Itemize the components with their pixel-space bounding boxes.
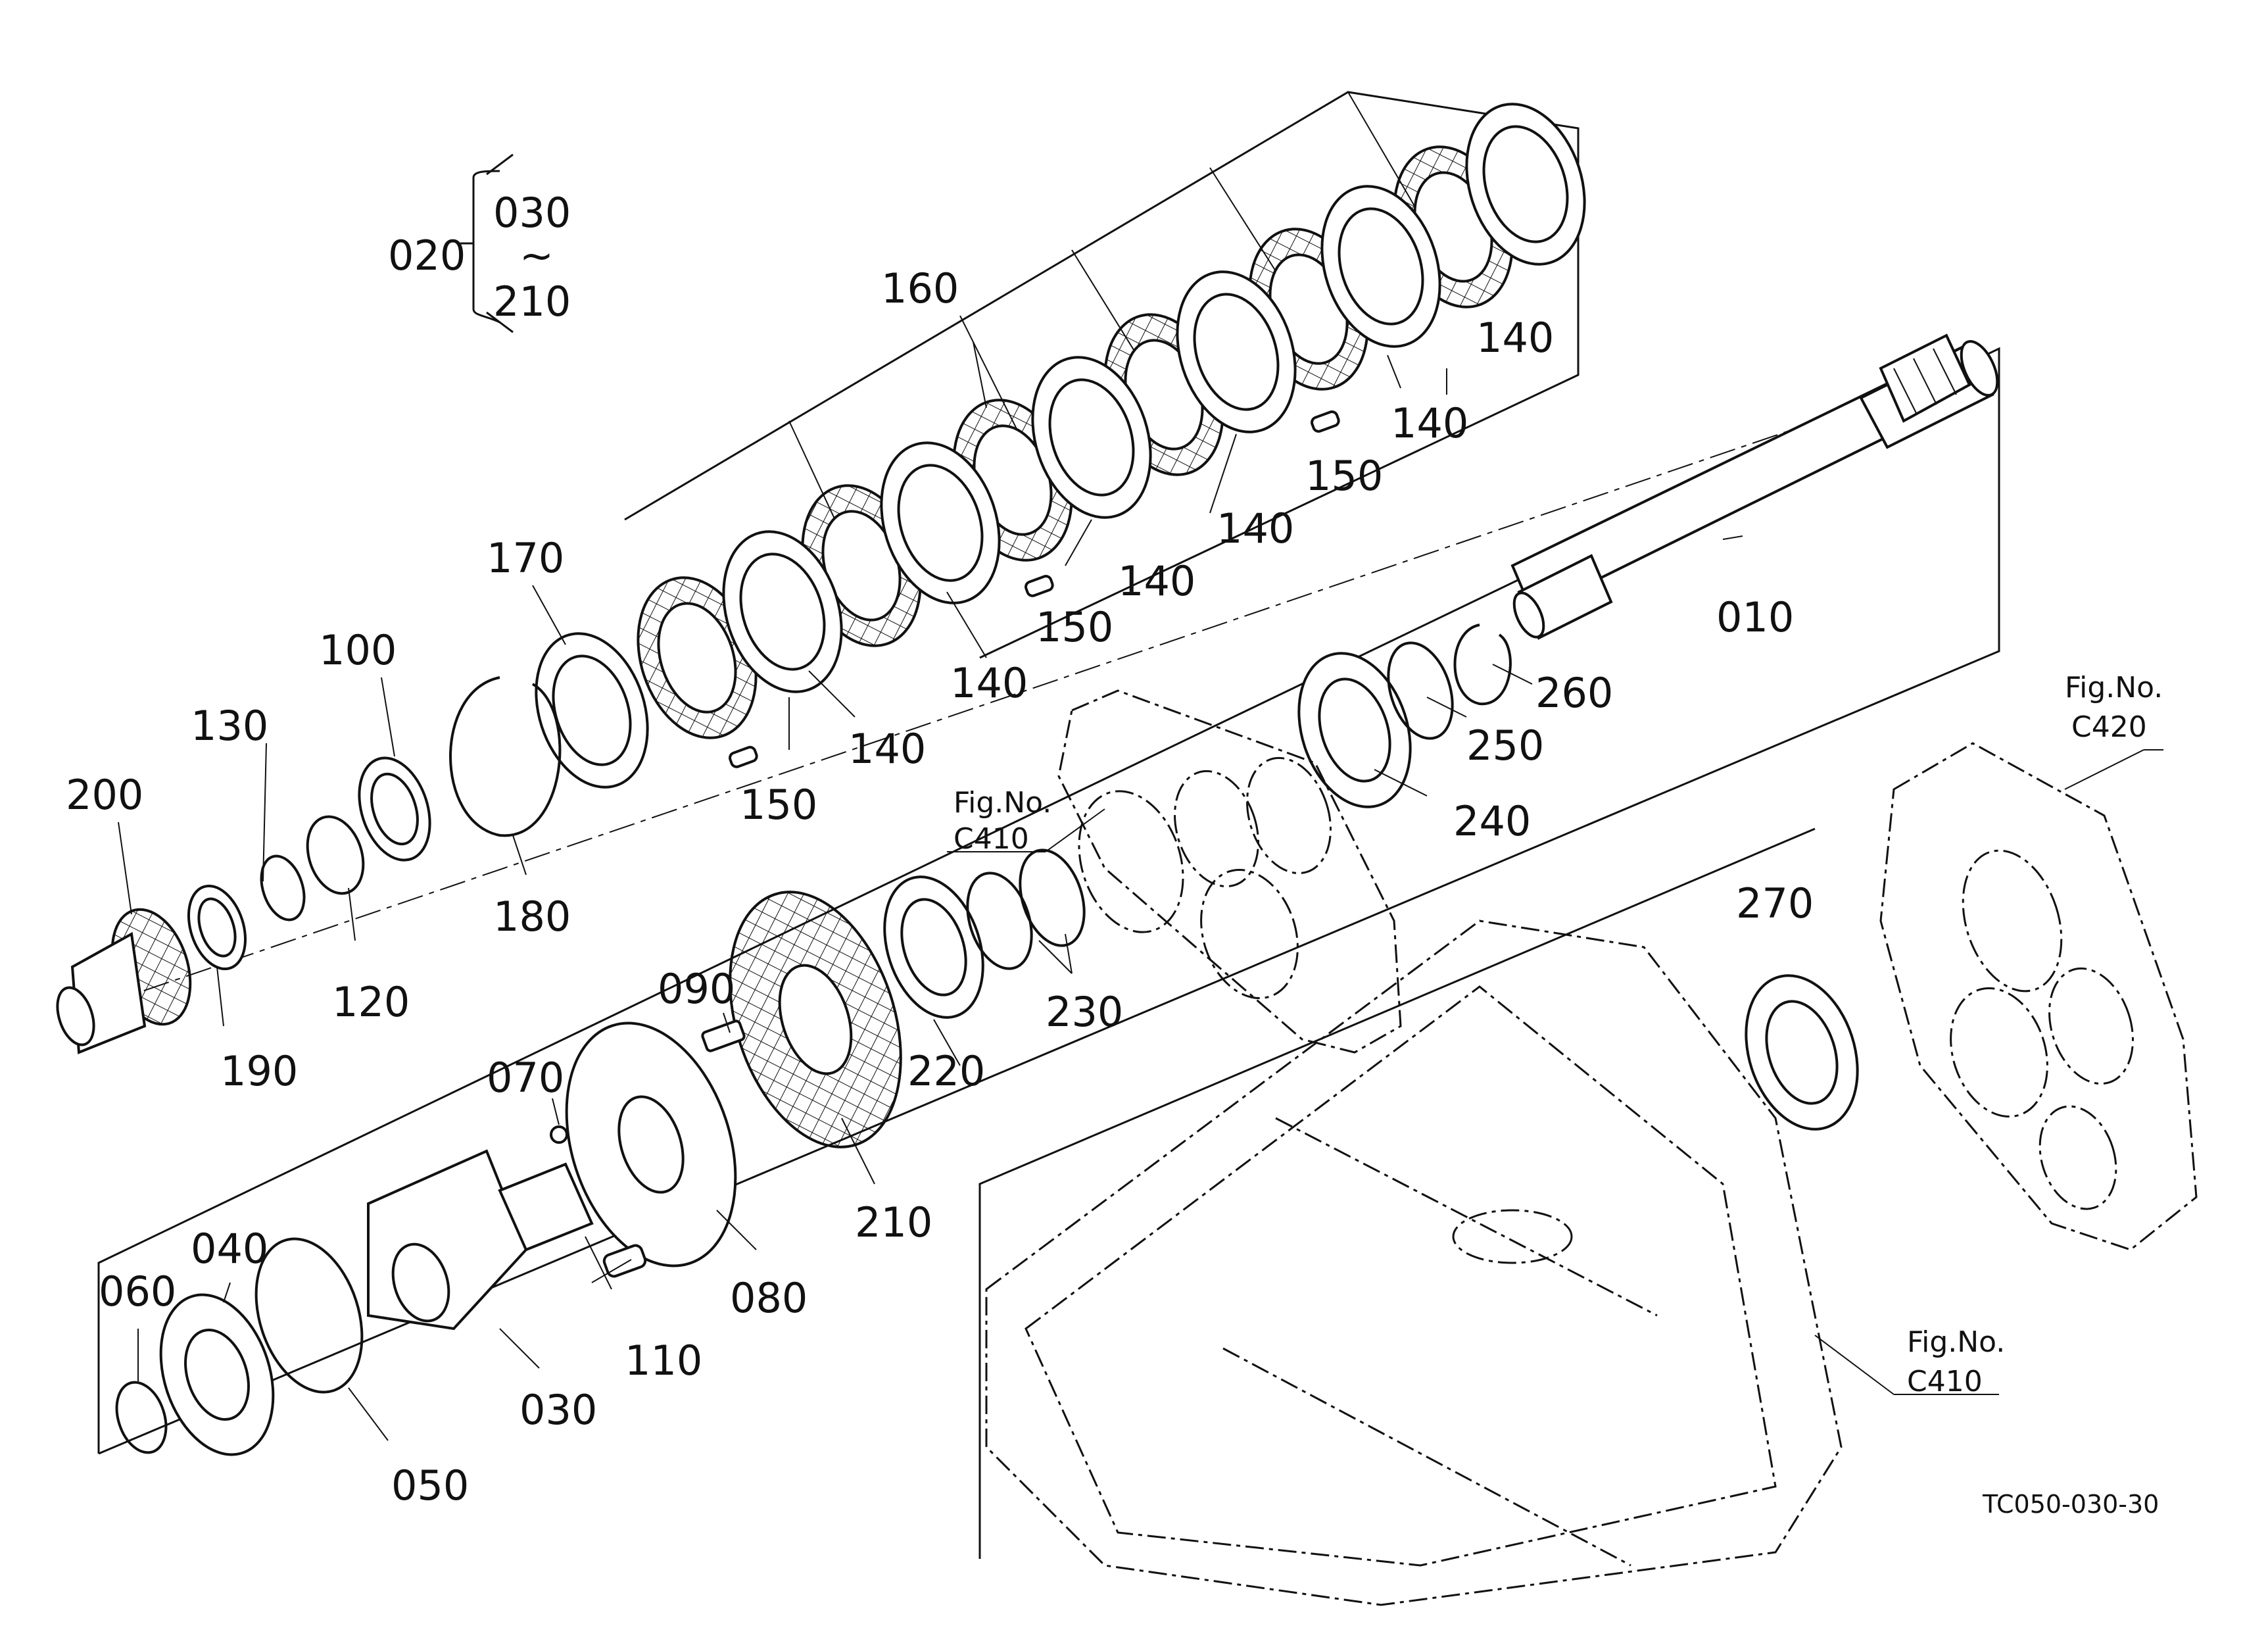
label-210: 210 (855, 1198, 932, 1246)
bearings (1297, 624, 1859, 1131)
label-240: 240 (1453, 797, 1531, 845)
front-small-parts (56, 676, 562, 1054)
label-170: 170 (487, 534, 564, 582)
label-260: 260 (1535, 669, 1613, 717)
pins-150 (729, 410, 1340, 768)
label-110: 110 (625, 1337, 702, 1385)
label-140-e: 140 (1391, 399, 1468, 447)
label-230: 230 (1046, 988, 1123, 1036)
fig-ref-c410-2: C410 (1907, 1365, 1983, 1398)
fig-ref-word-3: Fig.No. (1907, 1325, 2005, 1359)
label-140-a: 140 (848, 725, 926, 773)
label-090: 090 (658, 965, 735, 1013)
label-070: 070 (487, 1054, 564, 1102)
label-050: 050 (391, 1462, 469, 1510)
label-200: 200 (66, 771, 143, 819)
fig-ref-c410-1: C410 (953, 822, 1029, 856)
group-from-label: 030 (493, 189, 571, 237)
label-150-a: 150 (740, 781, 817, 829)
label-040: 040 (191, 1225, 268, 1273)
fig-ref-word-1: Fig.No. (953, 786, 1051, 820)
group-to-label: 210 (493, 278, 571, 326)
group-parent-label: 020 (388, 232, 466, 280)
label-270: 270 (1736, 879, 1814, 927)
label-080: 080 (730, 1274, 808, 1322)
housing-c420 (1879, 742, 2198, 1251)
label-220: 220 (907, 1047, 985, 1095)
center-axis (59, 368, 1973, 1020)
label-140-b: 140 (950, 659, 1028, 707)
label-190: 190 (220, 1047, 298, 1095)
label-120: 120 (332, 978, 410, 1026)
lower-parts (115, 848, 1086, 1456)
leader-lines (118, 341, 2163, 1441)
label-250: 250 (1466, 722, 1544, 770)
housing-c410-small (1057, 689, 1402, 1054)
label-010: 010 (1716, 593, 1794, 641)
fig-ref-word-2: Fig.No. (2065, 671, 2163, 704)
label-150-b: 150 (1036, 603, 1113, 651)
fig-ref-c420: C420 (2071, 710, 2147, 744)
assembly-bracket-outline (97, 347, 2000, 1455)
label-030: 030 (519, 1386, 597, 1434)
housing-bracket (978, 827, 1816, 1559)
housing-c410-large (985, 920, 1843, 1606)
part-labels: 020 030 ~ 210 010 030 040 050 060 070 08… (66, 189, 2163, 1519)
clutch-plates (535, 103, 1586, 789)
label-060: 060 (99, 1267, 176, 1315)
label-160: 160 (881, 264, 959, 312)
label-140-d: 140 (1217, 504, 1294, 553)
drawing-code: TC050-030-30 (1982, 1490, 2159, 1519)
label-180: 180 (493, 893, 571, 941)
label-140-f: 140 (1476, 314, 1554, 362)
label-100: 100 (319, 626, 397, 674)
label-150-c: 150 (1305, 452, 1383, 500)
group-bracket (460, 153, 514, 333)
label-140-c: 140 (1118, 557, 1195, 605)
shaft-010 (1510, 333, 1999, 640)
label-130: 130 (191, 702, 268, 750)
group-tilde: ~ (519, 232, 554, 280)
clutch-pack-bracket (624, 91, 1580, 659)
